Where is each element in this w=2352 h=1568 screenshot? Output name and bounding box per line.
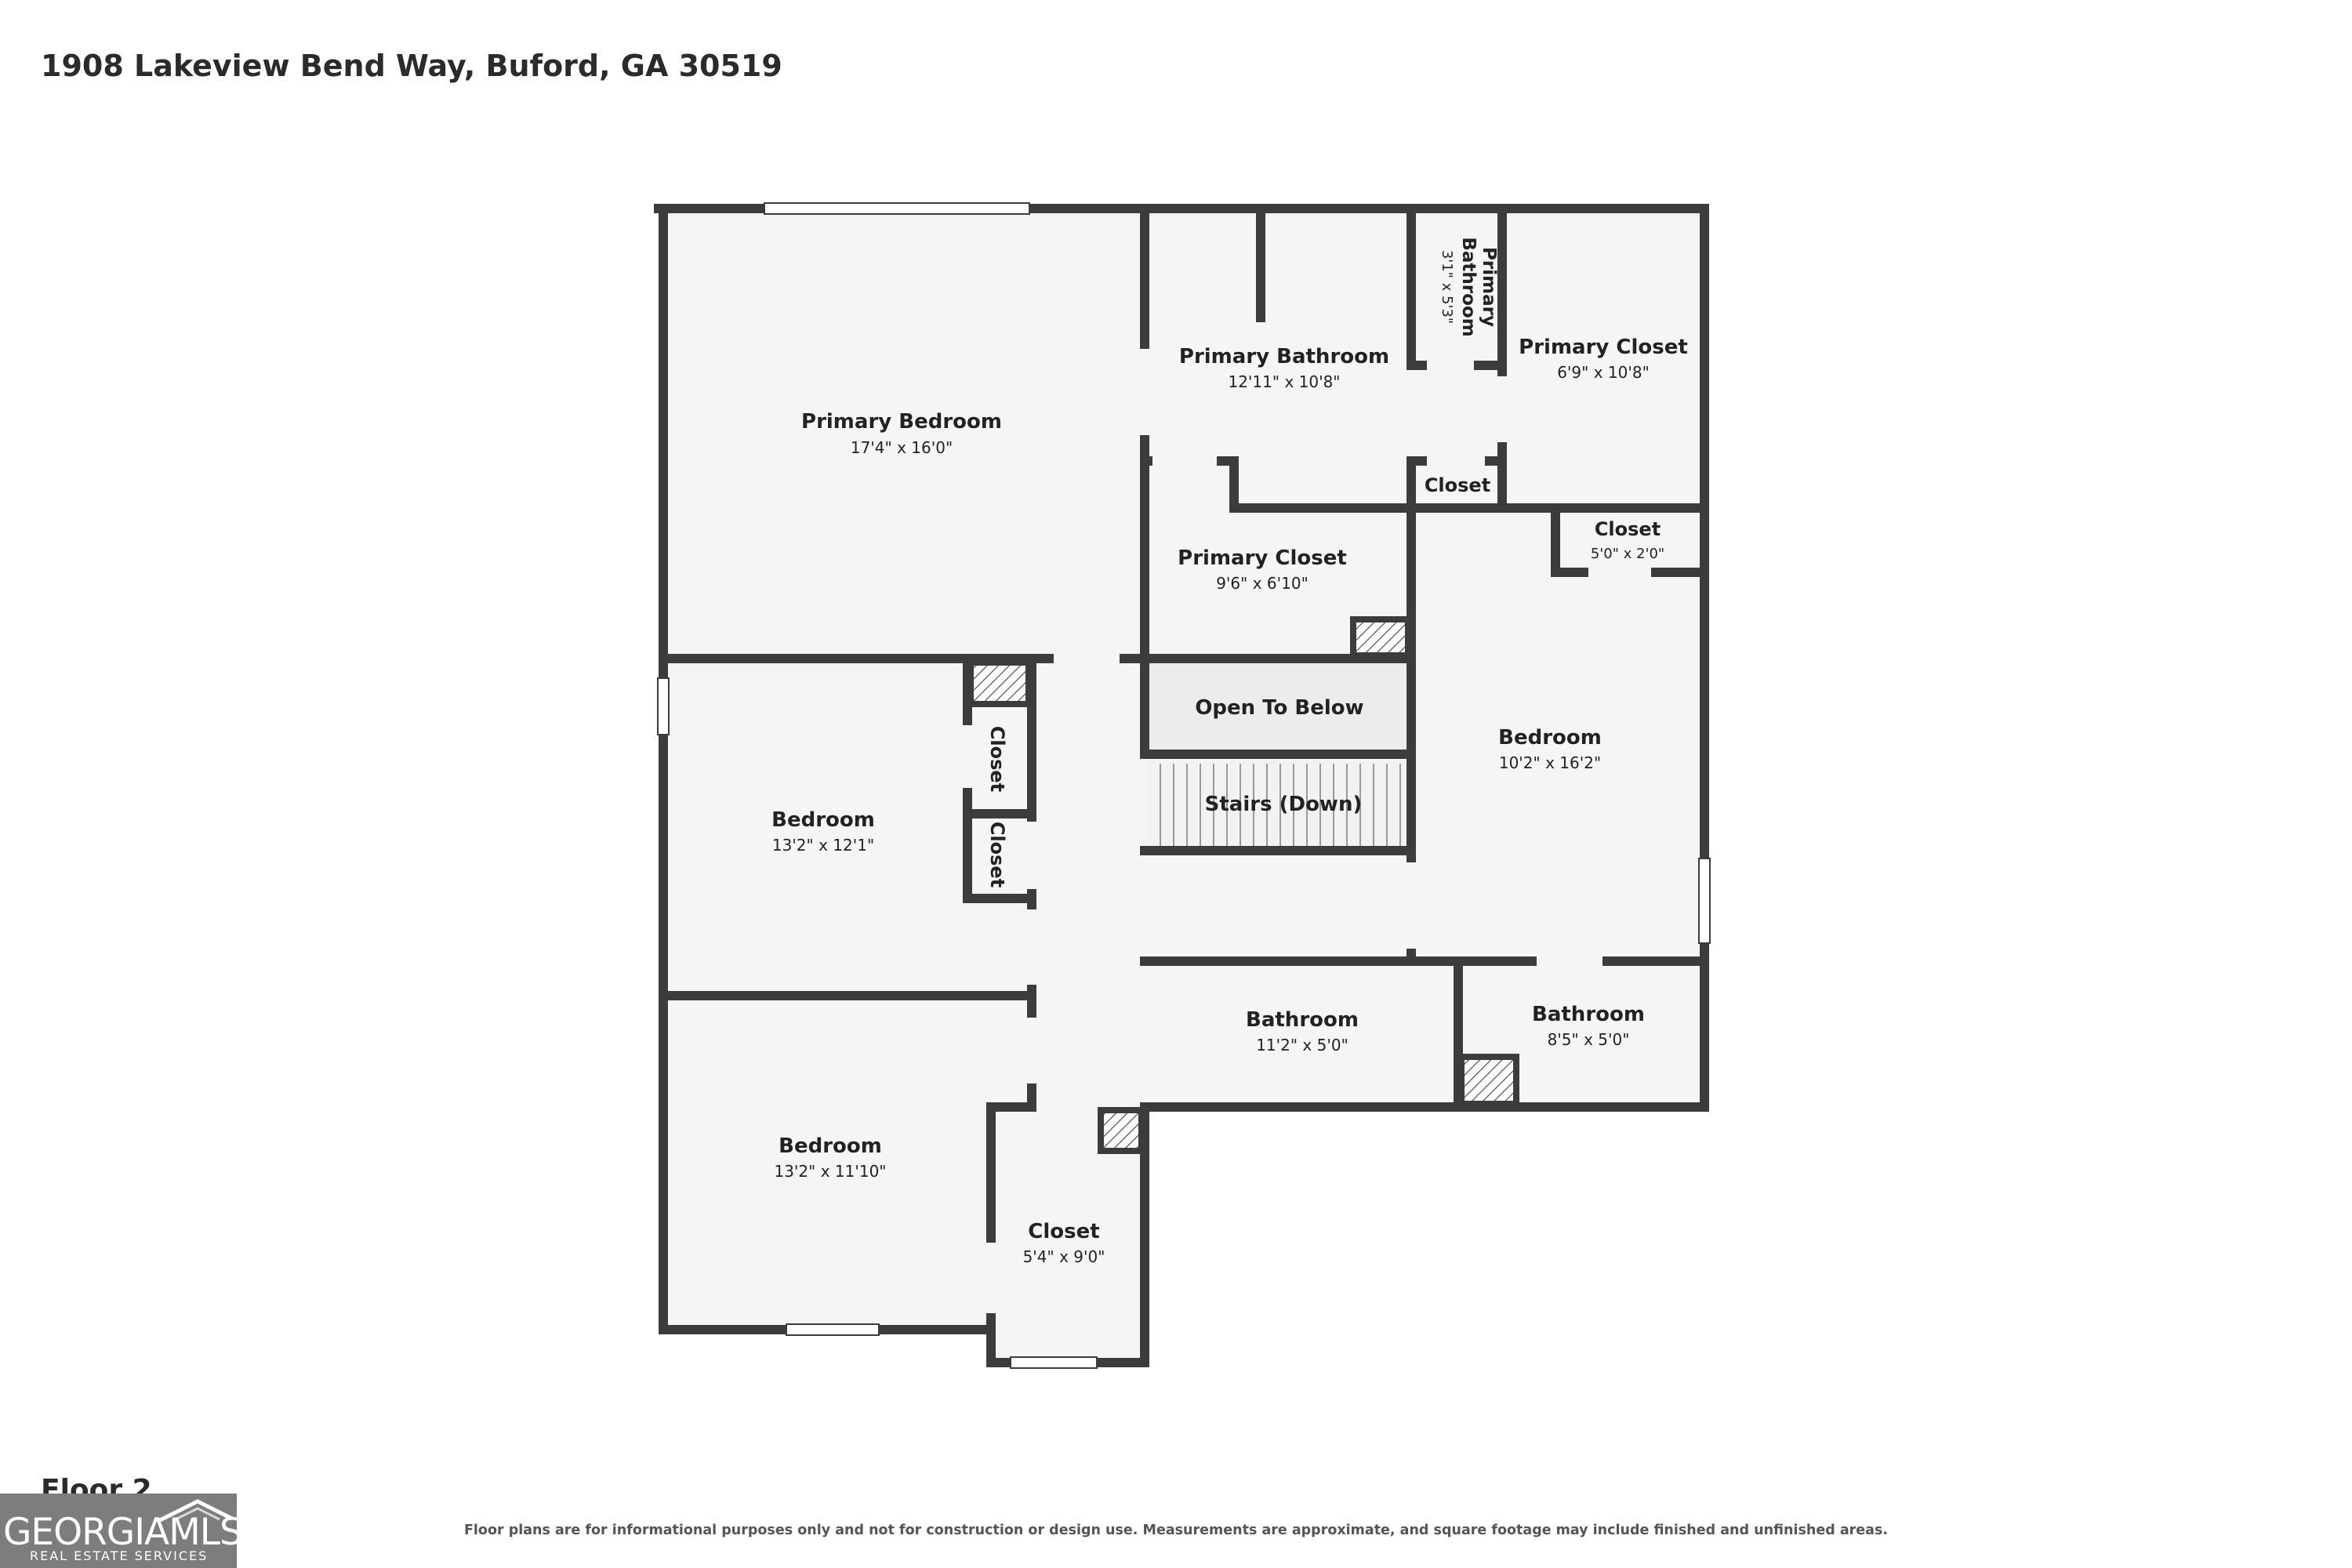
room-name-bedroom-right: Bedroom bbox=[1498, 726, 1602, 750]
door-openings bbox=[963, 349, 1651, 1313]
room-name-primary-closet-right: Primary Closet bbox=[1519, 336, 1688, 359]
room-name-bedroom-left-bottom: Bedroom bbox=[779, 1134, 882, 1158]
room-dims-bathroom-right: 8'5" x 5'0" bbox=[1548, 1030, 1630, 1049]
room-dims-bathroom-mid: 11'2" x 5'0" bbox=[1256, 1036, 1348, 1054]
room-name-bathroom-right: Bathroom bbox=[1532, 1003, 1645, 1026]
chase-3 bbox=[1458, 1054, 1519, 1107]
room-name-primary-bedroom: Primary Bedroom bbox=[801, 410, 1002, 434]
room-name-closet-right-top: Closet bbox=[1595, 518, 1661, 540]
property-address: 1908 Lakeview Bend Way, Buford, GA 30519 bbox=[41, 49, 782, 83]
room-dims-primary-bedroom: 17'4" x 16'0" bbox=[851, 438, 953, 457]
room-dims-bedroom-right: 10'2" x 16'2" bbox=[1499, 753, 1601, 772]
room-name-primary-bathroom-small-line2: Bathroom bbox=[1458, 237, 1479, 336]
room-dims-closet-bottom: 5'4" x 9'0" bbox=[1023, 1247, 1105, 1266]
room-dims-closet-right-top: 5'0" x 2'0" bbox=[1591, 546, 1664, 562]
chase-1 bbox=[1350, 616, 1411, 659]
room-name-closet-vertical-1: Closet bbox=[986, 726, 1008, 792]
room-name-primary-bathroom-small-line1: Primary bbox=[1479, 247, 1499, 327]
chase-2 bbox=[967, 659, 1032, 707]
logo-wordmark: GEORGIAMLS bbox=[3, 1511, 237, 1554]
room-name-open-to-below: Open To Below bbox=[1195, 696, 1363, 720]
logo-tagline: REAL ESTATE SERVICES bbox=[30, 1548, 209, 1563]
house-roof-icon bbox=[158, 1499, 234, 1522]
stairs bbox=[1148, 760, 1410, 848]
open-to-below-area bbox=[1148, 660, 1410, 754]
room-name-closet-vertical-2: Closet bbox=[986, 822, 1008, 887]
disclaimer: Floor plans are for informational purpos… bbox=[463, 1523, 1889, 1538]
room-dims-primary-bathroom-small: 3'1" x 5'3" bbox=[1439, 250, 1455, 324]
utility-chases bbox=[967, 616, 1519, 1154]
room-name-primary-closet-mid: Primary Closet bbox=[1178, 546, 1347, 570]
room-labels: Primary Bedroom 17'4" x 16'0" Primary Ba… bbox=[771, 237, 1688, 1266]
room-name-bathroom-mid: Bathroom bbox=[1246, 1008, 1359, 1032]
room-dims-primary-bathroom: 12'11" x 10'8" bbox=[1228, 372, 1340, 391]
georgia-mls-logo: GEORGIAMLS REAL ESTATE SERVICES bbox=[0, 1494, 237, 1568]
room-dims-primary-closet-mid: 9'6" x 6'10" bbox=[1216, 574, 1308, 593]
room-name-bedroom-left-mid: Bedroom bbox=[771, 808, 875, 832]
room-name-closet-bottom: Closet bbox=[1028, 1220, 1099, 1243]
room-dims-primary-closet-right: 6'9" x 10'8" bbox=[1557, 363, 1650, 382]
room-name-stairs: Stairs (Down) bbox=[1205, 793, 1363, 816]
room-dims-bedroom-left-bottom: 13'2" x 11'10" bbox=[774, 1162, 886, 1181]
room-dims-bedroom-left-mid: 13'2" x 12'1" bbox=[772, 836, 874, 855]
chase-4 bbox=[1098, 1107, 1145, 1154]
room-name-primary-bathroom: Primary Bathroom bbox=[1179, 345, 1389, 368]
windows bbox=[657, 202, 1711, 1369]
room-name-closet-small-top: Closet bbox=[1425, 474, 1490, 496]
